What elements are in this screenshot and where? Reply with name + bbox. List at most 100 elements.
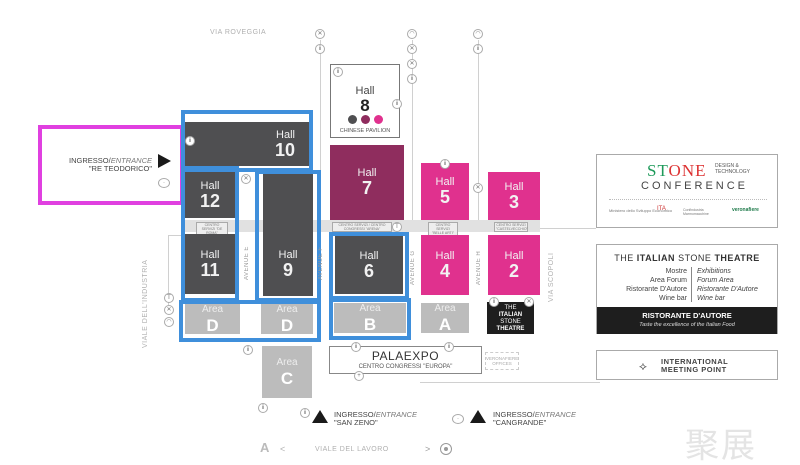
hall-label: Hall <box>359 249 379 262</box>
hall-10[interactable]: Hall 10 <box>185 122 309 166</box>
divider <box>691 267 692 302</box>
stone-conference-card[interactable]: STONE DESIGN & TECHNOLOGY CONFERENCE Min… <box>596 154 778 228</box>
restroom-icon: ⅱ <box>489 297 499 307</box>
highlight-area-d[interactable] <box>179 300 321 342</box>
hall-4[interactable]: Hall 4 <box>421 235 469 295</box>
area-letter: D <box>206 315 219 335</box>
hall-11[interactable]: Hall 11 <box>185 234 235 294</box>
restaurant-icon: ✕ <box>164 305 174 315</box>
info-icon: T <box>392 222 402 232</box>
street-label-via-roveggia: VIA ROVEGGIA <box>210 29 267 36</box>
hall-8[interactable]: Hall 8 CHINESE PAVILION <box>330 64 400 138</box>
hall-label: Hall <box>200 248 220 261</box>
restaurant-icon: ✕ <box>407 59 417 69</box>
hall-5[interactable]: Hall 5 <box>421 163 469 220</box>
info-icon: T <box>164 293 174 303</box>
hall-3[interactable]: Hall 3 <box>488 172 540 220</box>
area-letter: D <box>280 315 294 335</box>
hall-label: Hall <box>504 249 524 262</box>
hall-2[interactable]: Hall 2 <box>488 235 540 295</box>
hall-number: 12 <box>199 190 221 211</box>
ristorante-footer: RISTORANTE D'AUTORE Taste the excellence… <box>597 307 777 334</box>
restroom-icon: ⅱ <box>444 342 454 352</box>
area-a[interactable]: Area A <box>421 302 469 334</box>
area-d-left[interactable]: Area D <box>185 304 240 335</box>
entrance-arrow-icon <box>158 154 171 168</box>
highlight-hall-10[interactable] <box>181 110 313 172</box>
hall-label: Hall <box>355 85 375 97</box>
street-label-viale-lavoro: VIALE DEL LAVORO <box>315 446 389 453</box>
street-line <box>168 235 186 236</box>
restaurant-icon: ✕ <box>407 44 417 54</box>
area-label: Area <box>434 302 456 314</box>
corridor-tag: CENTRO SERVIZI "CASTELVECCHIO" <box>494 222 528 232</box>
entrance-re-teodorico-label: INGRESSO/ENTRANCE"RE TEODORICO" <box>69 156 152 173</box>
avenue-f-label: AVENUE F <box>318 246 324 280</box>
wifi-icon: ◠ <box>407 29 417 39</box>
restroom-icon: ⅱ <box>300 408 310 418</box>
entrance-cangrande-label[interactable]: INGRESSO/ENTRANCE"CANGRANDE" <box>493 410 576 427</box>
ristorante-subtitle: Taste the excellence of the Italian Food <box>639 322 735 328</box>
hall-label: Hall <box>435 249 455 262</box>
hall-number: 8 <box>360 96 370 115</box>
street-line <box>420 382 600 383</box>
area-d-right[interactable]: Area D <box>261 304 313 335</box>
entrance-arrow-icon <box>470 410 486 423</box>
direction-right-arrow: > <box>425 444 431 454</box>
first-aid-icon: + <box>354 371 364 381</box>
divider <box>609 199 767 200</box>
wifi-icon: ◠ <box>473 29 483 39</box>
hall-subtitle: CHINESE PAVILION <box>339 128 391 134</box>
restroom-icon: ⅱ <box>407 74 417 84</box>
watermark: 聚展 <box>685 427 757 465</box>
stone-logo-side: DESIGN & TECHNOLOGY <box>715 163 751 175</box>
hall-6[interactable]: Hall 6 <box>335 236 403 294</box>
location-icon <box>440 443 452 455</box>
hall-number: 10 <box>274 139 295 160</box>
hall-12[interactable]: Hall 12 <box>185 172 235 218</box>
theatre-line: THE <box>504 305 517 311</box>
restroom-icon: ⅱ <box>392 99 402 109</box>
theatre-card-title: THE ITALIAN STONE THEATRE <box>614 253 760 263</box>
sponsor-logo: ITA <box>657 206 666 212</box>
restroom-icon: ⅱ <box>351 342 361 352</box>
stone-logo-title: STONE <box>647 161 707 180</box>
street-line <box>320 40 321 220</box>
hall-label: Hall <box>278 249 298 261</box>
avenue-e-label: AVENUE E <box>244 246 250 280</box>
restaurant-icon: ✕ <box>524 297 534 307</box>
hall-number: 2 <box>508 260 519 281</box>
street-line <box>540 228 596 229</box>
taxi-icon: · <box>158 178 170 188</box>
restaurant-icon: ✕ <box>241 174 251 184</box>
palaexpo-subtitle: CENTRO CONGRESSI "EUROPA" <box>358 364 453 370</box>
area-c[interactable]: Area C <box>262 346 312 398</box>
area-b[interactable]: Area B <box>334 303 406 334</box>
taxi-icon: · <box>452 414 464 424</box>
hall-number: 5 <box>439 187 450 207</box>
hall-9[interactable]: Hall 9 <box>263 174 313 296</box>
highlight-area-b[interactable] <box>329 298 411 340</box>
italian-stone-theatre-block[interactable]: THE ITALIAN STONE THEATRE <box>487 302 534 334</box>
hall-label: Hall <box>357 167 377 179</box>
restaurant-icon: ✕ <box>315 29 325 39</box>
restroom-icon: ⅱ <box>185 136 195 146</box>
entrance-san-zeno-label[interactable]: INGRESSO/ENTRANCE"SAN ZENO" <box>334 410 417 427</box>
wifi-icon: ◠ <box>164 317 174 327</box>
street-line <box>412 40 413 220</box>
hall-label: Hall <box>435 176 455 188</box>
restroom-icon: ⅱ <box>440 159 450 169</box>
street-label-via-scopoli: VIA SCOPOLI <box>548 252 555 302</box>
restroom-icon: ⅱ <box>315 44 325 54</box>
hall-label: Hall <box>504 180 524 193</box>
street-line <box>478 40 479 230</box>
stone-logo-sub: CONFERENCE <box>641 180 749 192</box>
color-dot-pink <box>374 115 383 124</box>
area-letter: B <box>363 314 377 334</box>
hall-7[interactable]: Hall 7 <box>330 145 404 220</box>
